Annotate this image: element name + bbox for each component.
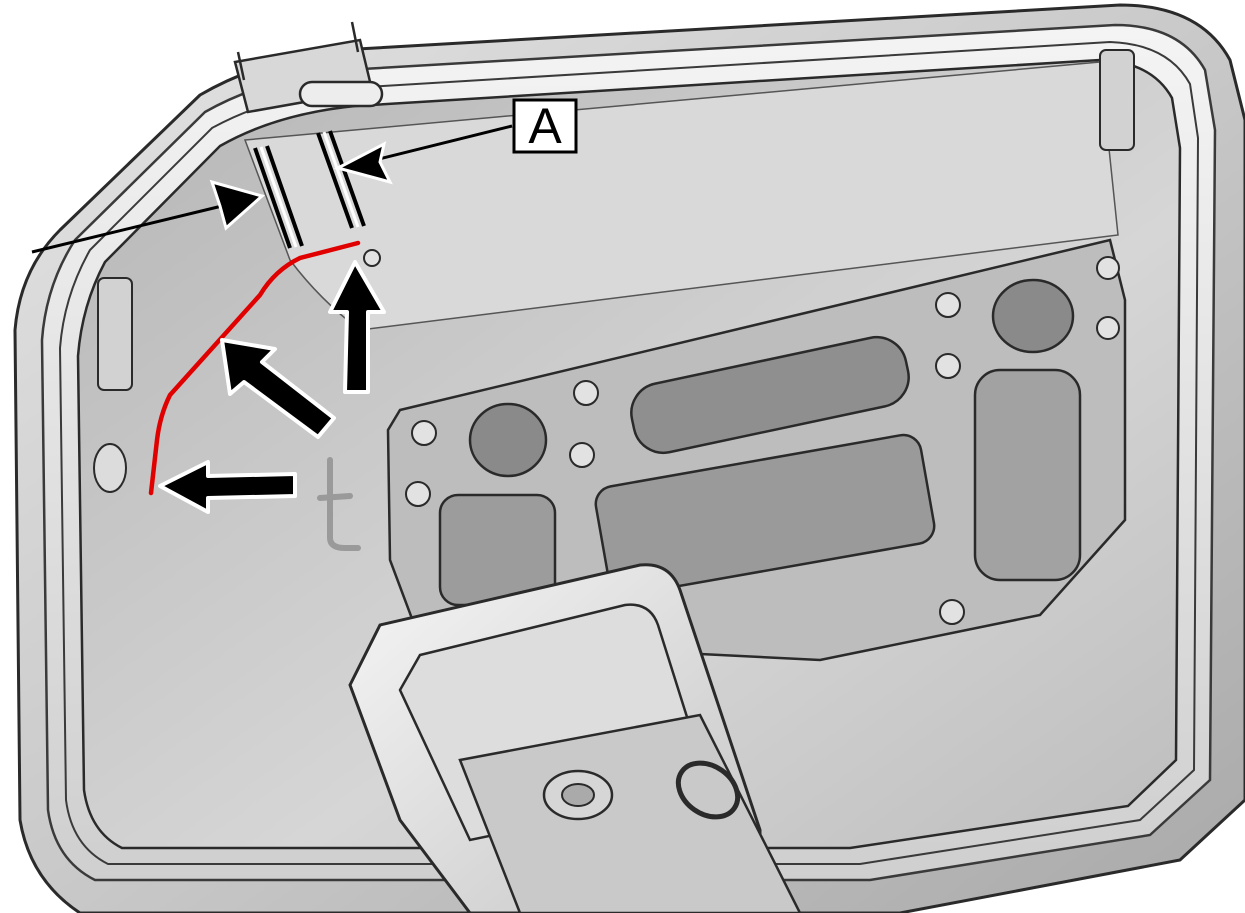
bolt bbox=[363, 249, 381, 267]
seal-arrow-up bbox=[328, 260, 386, 394]
dimension-arrow-right bbox=[333, 141, 393, 185]
bolt bbox=[569, 442, 595, 468]
seal-line bbox=[148, 240, 361, 496]
seal-arrow-left bbox=[158, 460, 297, 514]
seal-arrow-diagonal bbox=[220, 338, 336, 439]
case-back-wall bbox=[243, 61, 1119, 331]
bolt bbox=[405, 481, 431, 507]
hinge bbox=[233, 21, 384, 114]
plate-slot bbox=[630, 335, 910, 455]
dimension-lines bbox=[253, 130, 366, 249]
bolt bbox=[1096, 256, 1120, 280]
plate-hole bbox=[991, 278, 1075, 354]
side-clip bbox=[1099, 49, 1135, 151]
dimension-leader-left bbox=[31, 204, 223, 254]
bolt bbox=[935, 292, 961, 318]
embossed-logo bbox=[327, 457, 361, 551]
bolt bbox=[573, 380, 599, 406]
bolt bbox=[939, 599, 965, 625]
plate-bolts bbox=[363, 249, 1120, 625]
callout-box bbox=[512, 98, 578, 154]
plate-slot bbox=[973, 368, 1082, 582]
embossed-logo-bar bbox=[317, 493, 353, 501]
bolt bbox=[1096, 316, 1120, 340]
bolt bbox=[411, 420, 437, 446]
dimension-arrow-left bbox=[209, 179, 266, 231]
bolt bbox=[935, 353, 961, 379]
plate-slot bbox=[594, 433, 936, 597]
latch-lock-core bbox=[561, 783, 595, 807]
dimension-line-halo bbox=[259, 131, 360, 248]
dimension-leader-right bbox=[374, 124, 513, 162]
callout-label-a: A bbox=[528, 98, 562, 154]
side-clip bbox=[97, 277, 133, 391]
latch-ring bbox=[675, 760, 741, 820]
seal-arrows bbox=[158, 260, 386, 514]
side-boss bbox=[93, 443, 127, 493]
plate-hole bbox=[468, 402, 548, 478]
